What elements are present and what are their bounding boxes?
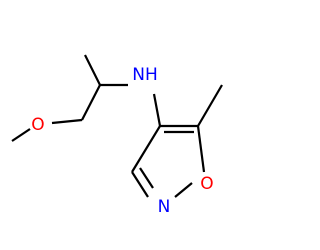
bond-c5-methyl [197, 84, 223, 127]
bond-ch-ch2 [81, 84, 101, 121]
bond-o-methyl [11, 128, 31, 142]
bond-n-c3-double [139, 167, 154, 189]
ring-nitrogen-label: N [158, 197, 171, 217]
bond-ring-o-n [174, 182, 193, 198]
bond-methyl-ch [84, 54, 101, 86]
bond-ch2-o [51, 118, 83, 125]
bond-c5-ring-o [196, 125, 206, 173]
amine-nh-label: NH [132, 65, 158, 85]
ring-oxygen-label: O [200, 174, 213, 194]
bond-c3-c4 [131, 125, 161, 173]
bond-n-c3 [131, 171, 149, 198]
chemical-structure-diagram: NH O O N [11, 54, 223, 217]
bond-nh-c4 [152, 93, 162, 127]
methoxy-oxygen-label: O [31, 115, 44, 135]
